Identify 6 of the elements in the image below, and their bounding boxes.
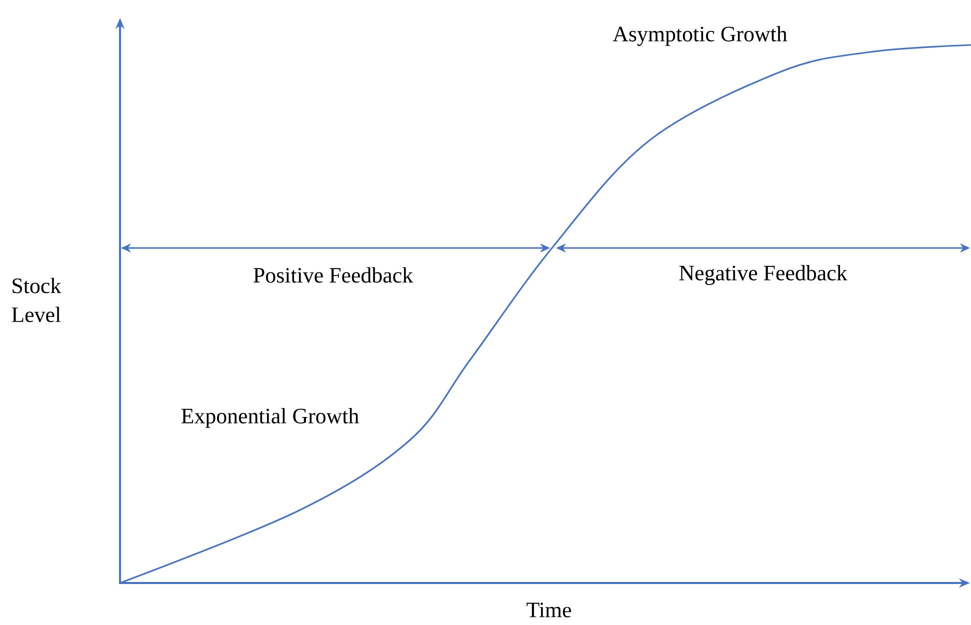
axis-label: Stock Level bbox=[12, 278, 62, 322]
region-label: Negative Feedback bbox=[679, 265, 848, 285]
curve-label: Asymptotic Growth bbox=[612, 26, 788, 46]
curve-label: Exponential Growth bbox=[181, 408, 359, 428]
region-label: Positive Feedback bbox=[254, 267, 414, 283]
axis-label: Time bbox=[526, 602, 571, 618]
